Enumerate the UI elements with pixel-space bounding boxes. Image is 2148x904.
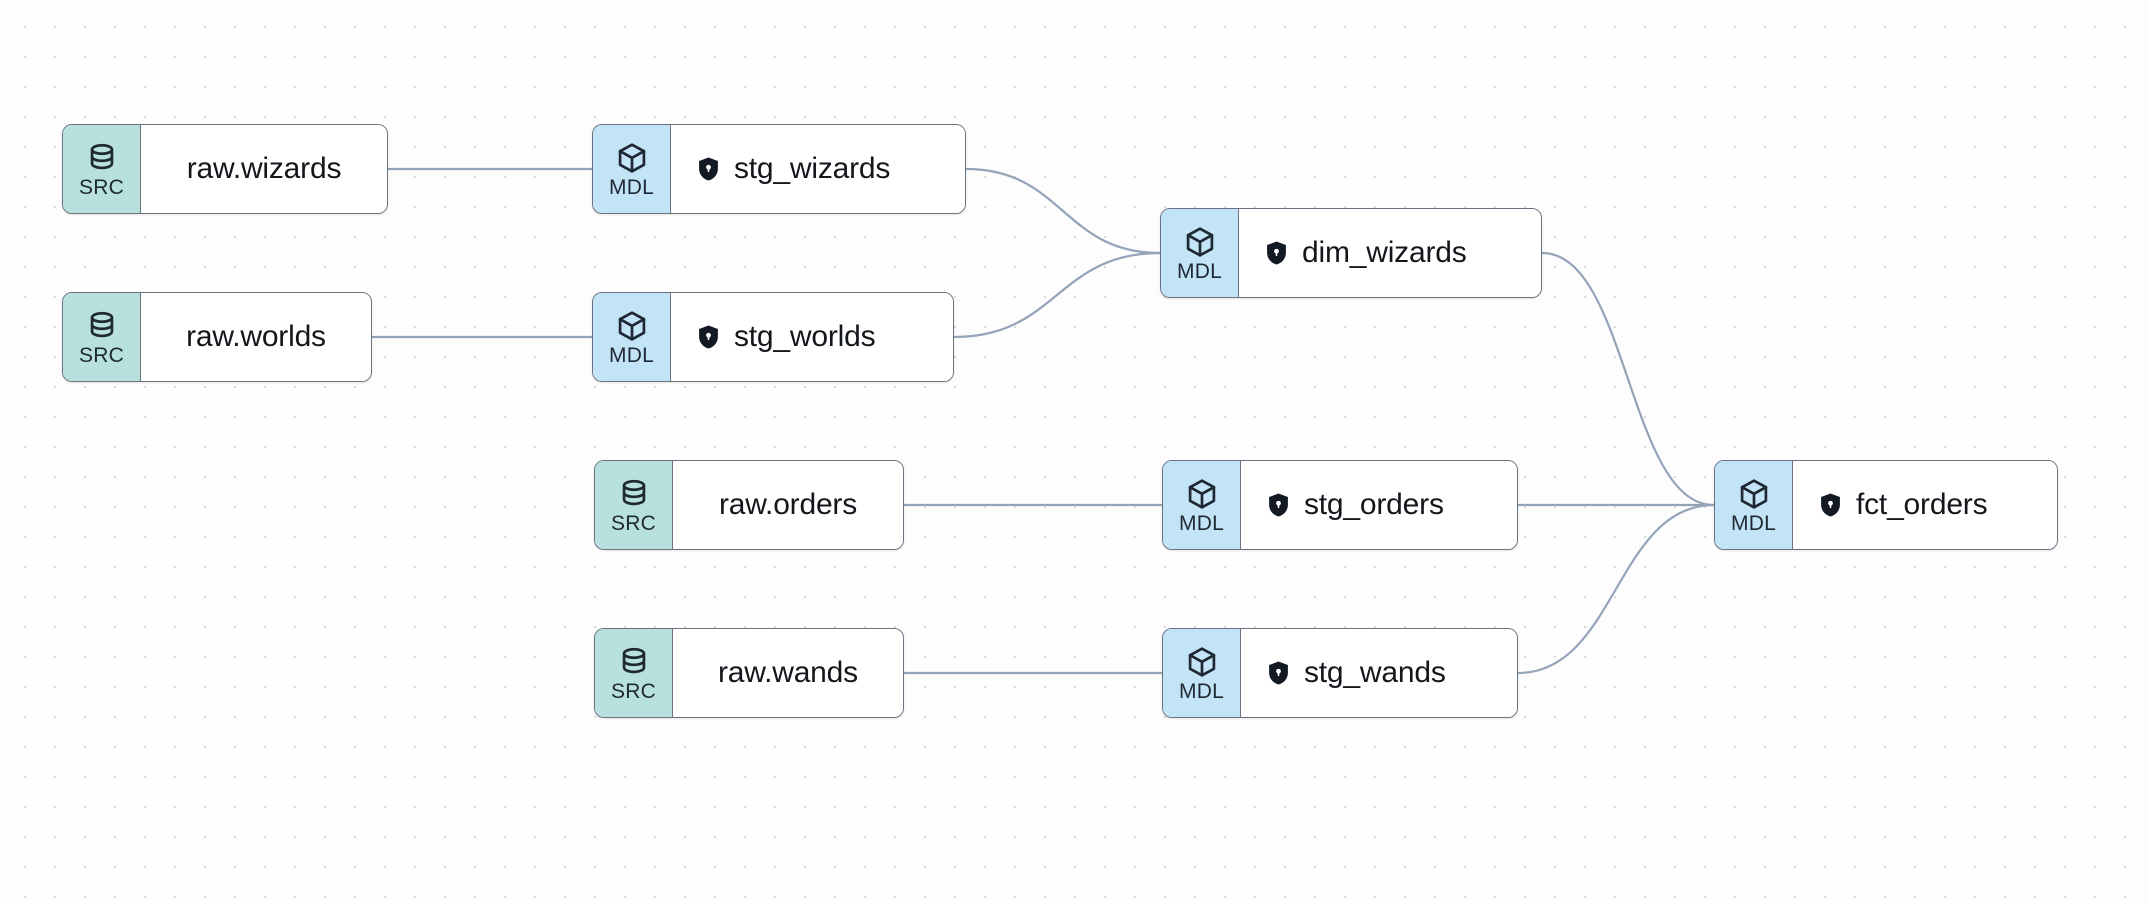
database-icon [617, 645, 651, 679]
cube-icon [1186, 226, 1213, 257]
node-type-badge-mdl: MDL [1163, 629, 1241, 717]
node-type-badge-mdl: MDL [1163, 461, 1241, 549]
cube-icon [615, 141, 649, 175]
node-body: stg_worlds [671, 293, 953, 381]
node-type-badge-mdl: MDL [1161, 209, 1239, 297]
edge-stg_worlds-to-dim_wizards[interactable] [952, 251, 1162, 339]
cube-icon [618, 142, 645, 173]
cube-icon [1188, 646, 1215, 677]
node-stg_wizards[interactable]: MDL stg_wizards [592, 124, 966, 214]
node-stg_orders[interactable]: MDL stg_orders [1162, 460, 1518, 550]
shield-lock-icon [1267, 660, 1290, 686]
node-type-badge-mdl: MDL [593, 293, 671, 381]
node-body: raw.orders [673, 461, 903, 549]
shield-lock-icon [1269, 661, 1288, 685]
node-body: dim_wizards [1239, 209, 1541, 297]
badge-label: MDL [1179, 679, 1224, 703]
shield-lock-icon [699, 325, 718, 349]
database-icon [622, 479, 645, 505]
node-label: stg_wands [1304, 656, 1446, 689]
node-label: raw.worlds [186, 320, 326, 353]
node-raw_wizards[interactable]: SRC raw.wizards [62, 124, 388, 214]
badge-label: MDL [1731, 511, 1776, 535]
database-icon [85, 141, 119, 175]
node-body: raw.wands [673, 629, 903, 717]
cube-icon [615, 309, 649, 343]
node-raw_worlds[interactable]: SRC raw.worlds [62, 292, 372, 382]
node-label: stg_wizards [734, 152, 891, 185]
node-type-badge-mdl: MDL [593, 125, 671, 213]
badge-label: SRC [79, 175, 124, 199]
badge-label: MDL [609, 343, 654, 367]
shield-lock-icon [697, 324, 720, 350]
badge-label: SRC [611, 511, 656, 535]
badge-label: SRC [611, 679, 656, 703]
cube-icon [1185, 477, 1219, 511]
shield-lock-icon [1265, 240, 1288, 266]
badge-label: MDL [609, 175, 654, 199]
badge-label: SRC [79, 343, 124, 367]
shield-lock-icon [1269, 493, 1288, 517]
node-fct_orders[interactable]: MDL fct_orders [1714, 460, 2058, 550]
cube-icon [1740, 478, 1767, 509]
shield-lock-icon [697, 156, 720, 182]
node-label: stg_worlds [734, 320, 876, 353]
node-body: fct_orders [1793, 461, 2057, 549]
node-stg_wands[interactable]: MDL stg_wands [1162, 628, 1518, 718]
badge-label: MDL [1177, 259, 1222, 283]
node-type-badge-src: SRC [595, 629, 673, 717]
cube-icon [1188, 478, 1215, 509]
node-label: raw.wizards [186, 152, 342, 185]
node-body: stg_orders [1241, 461, 1517, 549]
cube-icon [1185, 645, 1219, 679]
shield-lock-icon [699, 157, 718, 181]
edge-stg_wands-to-fct_orders[interactable] [1516, 503, 1716, 675]
node-label: stg_orders [1304, 488, 1444, 521]
node-body: stg_wizards [671, 125, 965, 213]
node-type-badge-src: SRC [63, 293, 141, 381]
node-stg_worlds[interactable]: MDL stg_worlds [592, 292, 954, 382]
database-icon [622, 647, 645, 673]
database-icon [85, 309, 119, 343]
node-body: stg_wands [1241, 629, 1517, 717]
node-dim_wizards[interactable]: MDL dim_wizards [1160, 208, 1542, 298]
node-type-badge-src: SRC [595, 461, 673, 549]
database-icon [90, 143, 113, 169]
node-body: raw.worlds [141, 293, 371, 381]
node-label: fct_orders [1856, 488, 1988, 521]
node-label: raw.wands [718, 656, 858, 689]
badge-label: MDL [1179, 511, 1224, 535]
database-icon [617, 477, 651, 511]
edge-dim_wizards-to-fct_orders[interactable] [1540, 251, 1716, 507]
cube-icon [1183, 225, 1217, 259]
database-icon [90, 311, 113, 337]
node-label: dim_wizards [1302, 236, 1467, 269]
node-type-badge-mdl: MDL [1715, 461, 1793, 549]
shield-lock-icon [1267, 241, 1286, 265]
shield-lock-icon [1821, 493, 1840, 517]
edge-stg_wizards-to-dim_wizards[interactable] [964, 167, 1162, 255]
cube-icon [1737, 477, 1771, 511]
node-label: raw.orders [718, 488, 858, 521]
node-body: raw.wizards [141, 125, 387, 213]
shield-lock-icon [1819, 492, 1842, 518]
shield-lock-icon [1267, 492, 1290, 518]
node-raw_wands[interactable]: SRC raw.wands [594, 628, 904, 718]
node-type-badge-src: SRC [63, 125, 141, 213]
node-raw_orders[interactable]: SRC raw.orders [594, 460, 904, 550]
cube-icon [618, 310, 645, 341]
